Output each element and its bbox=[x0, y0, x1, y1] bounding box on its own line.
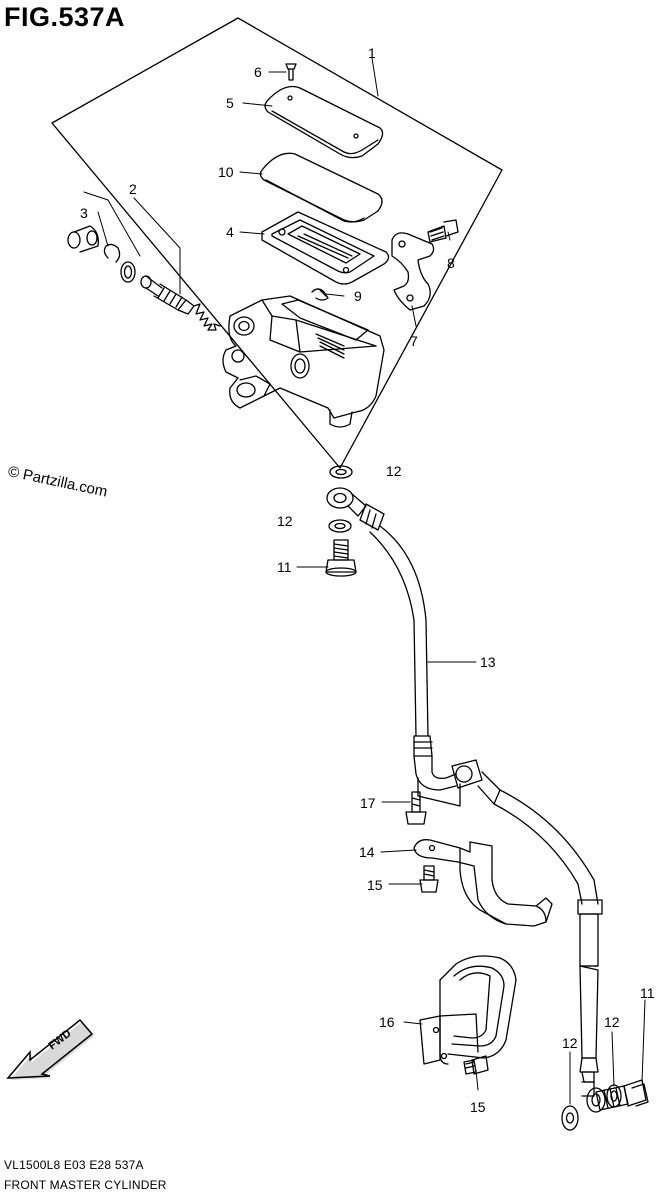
callout-labels: 1 6 5 2 10 3 4 8 9 7 12 12 11 13 17 14 1… bbox=[80, 45, 655, 1115]
callout-4: 4 bbox=[226, 224, 234, 240]
callout-2: 2 bbox=[129, 181, 137, 197]
callout-9: 9 bbox=[354, 288, 362, 304]
figure-title: FIG.537A bbox=[4, 2, 126, 32]
boot-part-3 bbox=[67, 225, 99, 253]
plate-part-10 bbox=[259, 152, 383, 223]
brake-hose-part-13-upper bbox=[369, 525, 501, 805]
bolt-part-17 bbox=[405, 791, 427, 825]
callout-16: 16 bbox=[379, 1014, 395, 1030]
callout-6: 6 bbox=[254, 64, 262, 80]
callout-12-b: 12 bbox=[277, 513, 293, 529]
fwd-arrow-icon: FWD bbox=[6, 1018, 94, 1080]
leader-lines bbox=[83, 57, 646, 1105]
brake-hose-part-13-lower bbox=[493, 789, 603, 1083]
callout-11-b: 11 bbox=[640, 985, 655, 1001]
callout-13: 13 bbox=[480, 654, 496, 670]
callout-3: 3 bbox=[80, 205, 88, 221]
callout-7: 7 bbox=[410, 333, 418, 349]
piston-part-2 bbox=[140, 275, 221, 331]
bracket-part-14 bbox=[413, 839, 553, 927]
callout-15-b: 15 bbox=[470, 1099, 486, 1115]
diagram-caption: FRONT MASTER CYLINDER bbox=[4, 1178, 167, 1192]
callout-14: 14 bbox=[359, 844, 375, 860]
callout-12-c: 12 bbox=[604, 1014, 620, 1030]
clip-part-9 bbox=[311, 288, 329, 301]
callout-15-a: 15 bbox=[367, 877, 383, 893]
reservoir-cap-part-5 bbox=[264, 85, 384, 159]
bolt-part-8 bbox=[427, 219, 459, 243]
screw-part-6 bbox=[285, 63, 297, 81]
diaphragm-part-4 bbox=[261, 211, 390, 285]
bracket-guide bbox=[417, 777, 461, 807]
callout-11-a: 11 bbox=[277, 559, 292, 575]
banjo-bolt-part-11-lower bbox=[595, 1079, 649, 1111]
washer-part-12-middle bbox=[328, 519, 352, 533]
banjo-fitting-upper bbox=[326, 487, 385, 531]
banjo-fitting-lower bbox=[581, 1081, 606, 1113]
callout-12-a: 12 bbox=[386, 463, 402, 479]
clamp-part-7 bbox=[391, 232, 435, 311]
washer-part-12-upper bbox=[329, 465, 353, 479]
banjo-bolt-part-11-upper bbox=[325, 539, 357, 577]
circlip bbox=[103, 243, 121, 263]
master-cylinder-body bbox=[222, 295, 385, 428]
callout-10: 10 bbox=[218, 164, 234, 180]
bolt-part-15-upper bbox=[419, 865, 439, 893]
callout-12-d: 12 bbox=[562, 1035, 578, 1051]
callout-17: 17 bbox=[360, 795, 376, 811]
callout-1: 1 bbox=[368, 45, 376, 61]
callout-5: 5 bbox=[226, 95, 234, 111]
guide-part-16 bbox=[419, 955, 517, 1065]
diagram-code: VL1500L8 E03 E28 537A bbox=[4, 1158, 144, 1172]
washer-ring bbox=[120, 261, 136, 283]
washer-part-12-lower-left bbox=[561, 1105, 579, 1131]
assembly-outline bbox=[51, 17, 503, 469]
callout-8: 8 bbox=[447, 255, 455, 271]
